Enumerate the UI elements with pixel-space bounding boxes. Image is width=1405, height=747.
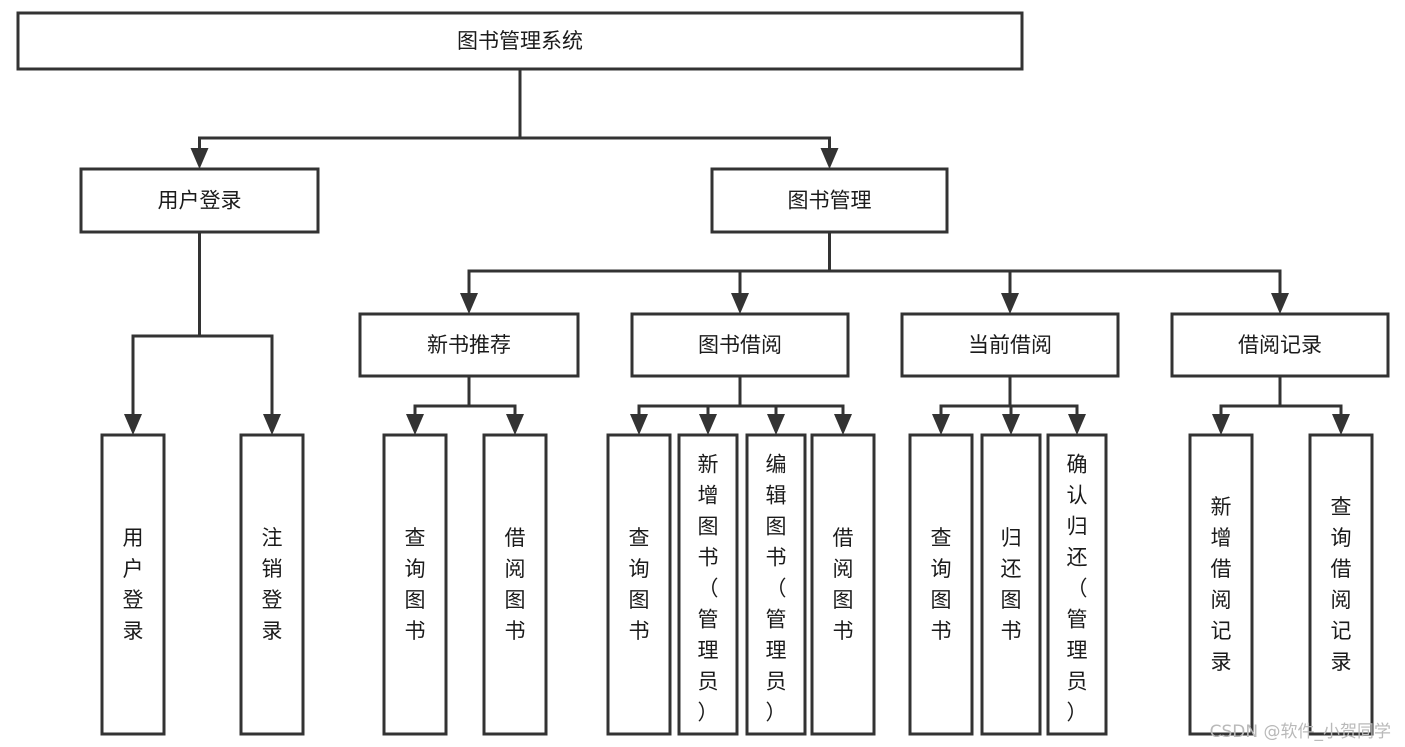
node-label: 新增图书（管理员） xyxy=(698,452,719,724)
node-label: 查询借阅记录 xyxy=(1331,495,1352,674)
node-box xyxy=(1046,433,1108,736)
node-box xyxy=(908,433,974,736)
node-label: 新增借阅记录 xyxy=(1211,495,1232,674)
arrow-head-icon xyxy=(1332,414,1350,435)
node-record[interactable]: 借阅记录 xyxy=(1170,312,1390,378)
node-leaf8[interactable]: 借阅图书 xyxy=(810,433,876,736)
node-box xyxy=(606,433,672,736)
node-box xyxy=(239,433,305,736)
node-borrow[interactable]: 图书借阅 xyxy=(630,312,850,378)
arrow-head-icon xyxy=(1001,293,1019,314)
node-box xyxy=(900,312,1120,378)
node-label: 注销登录 xyxy=(262,526,283,643)
node-layer: 图书管理系统用户登录图书管理新书推荐图书借阅当前借阅借阅记录用户登录注销登录查询… xyxy=(16,11,1390,736)
arrow-head-icon xyxy=(820,148,839,169)
node-box xyxy=(810,433,876,736)
node-leaf4[interactable]: 借阅图书 xyxy=(482,433,548,736)
node-label: 用户登录 xyxy=(123,526,144,643)
node-label: 借阅记录 xyxy=(1238,333,1322,357)
node-leaf1[interactable]: 用户登录 xyxy=(100,433,166,736)
arrow-head-icon xyxy=(630,414,648,435)
csdn-watermark: CSDN @软件_小贺同学 xyxy=(1209,722,1391,742)
arrow-head-icon xyxy=(699,414,717,435)
node-box xyxy=(745,433,807,736)
node-leaf2[interactable]: 注销登录 xyxy=(239,433,305,736)
node-leaf3[interactable]: 查询图书 xyxy=(382,433,448,736)
node-bookmgmt[interactable]: 图书管理 xyxy=(710,167,949,234)
arrow-head-icon xyxy=(1271,293,1289,314)
arrow-head-icon xyxy=(932,414,950,435)
arrow-head-icon xyxy=(731,293,749,314)
arrow-head-icon xyxy=(190,148,209,169)
arrow-head-icon xyxy=(124,414,142,435)
node-box xyxy=(980,433,1042,736)
node-box xyxy=(482,433,548,736)
node-box xyxy=(382,433,448,736)
node-box xyxy=(358,312,580,378)
node-box xyxy=(100,433,166,736)
node-login[interactable]: 用户登录 xyxy=(79,167,320,234)
arrow-head-icon xyxy=(1212,414,1230,435)
arrow-head-icon xyxy=(1002,414,1020,435)
node-box xyxy=(16,11,1024,71)
node-leaf6[interactable]: 新增图书（管理员） xyxy=(677,433,739,736)
node-box xyxy=(79,167,320,234)
node-label: 确认归还（管理员） xyxy=(1067,452,1088,724)
node-box xyxy=(1170,312,1390,378)
node-label: 当前借阅 xyxy=(968,333,1052,357)
node-leaf12[interactable]: 新增借阅记录 xyxy=(1188,433,1254,736)
node-leaf11[interactable]: 确认归还（管理员） xyxy=(1046,433,1108,736)
arrow-head-icon xyxy=(263,414,281,435)
arrow-head-icon xyxy=(460,293,478,314)
node-current[interactable]: 当前借阅 xyxy=(900,312,1120,378)
node-box xyxy=(630,312,850,378)
node-leaf9[interactable]: 查询图书 xyxy=(908,433,974,736)
node-label: 查询图书 xyxy=(629,526,650,643)
node-label: 图书借阅 xyxy=(698,333,782,357)
arrow-head-icon xyxy=(506,414,524,435)
node-label: 用户登录 xyxy=(158,189,242,213)
node-root[interactable]: 图书管理系统 xyxy=(16,11,1024,71)
node-box xyxy=(1188,433,1254,736)
node-box xyxy=(710,167,949,234)
arrow-head-icon xyxy=(406,414,424,435)
node-label: 借阅图书 xyxy=(833,526,854,643)
node-label: 新书推荐 xyxy=(427,333,511,357)
node-leaf10[interactable]: 归还图书 xyxy=(980,433,1042,736)
node-leaf7[interactable]: 编辑图书（管理员） xyxy=(745,433,807,736)
node-leaf5[interactable]: 查询图书 xyxy=(606,433,672,736)
arrow-head-icon xyxy=(834,414,852,435)
node-label: 归还图书 xyxy=(1001,526,1022,643)
connector-layer xyxy=(124,67,1350,435)
node-leaf13[interactable]: 查询借阅记录 xyxy=(1308,433,1374,736)
arrow-head-icon xyxy=(767,414,785,435)
arrow-head-icon xyxy=(1068,414,1086,435)
node-box xyxy=(1308,433,1374,736)
node-label: 查询图书 xyxy=(405,526,426,643)
node-label: 借阅图书 xyxy=(505,526,526,643)
node-label: 图书管理 xyxy=(788,189,872,213)
node-box xyxy=(677,433,739,736)
node-label: 编辑图书（管理员） xyxy=(766,452,787,724)
node-label: 图书管理系统 xyxy=(457,29,583,53)
node-label: 查询图书 xyxy=(931,526,952,643)
node-newbook[interactable]: 新书推荐 xyxy=(358,312,580,378)
